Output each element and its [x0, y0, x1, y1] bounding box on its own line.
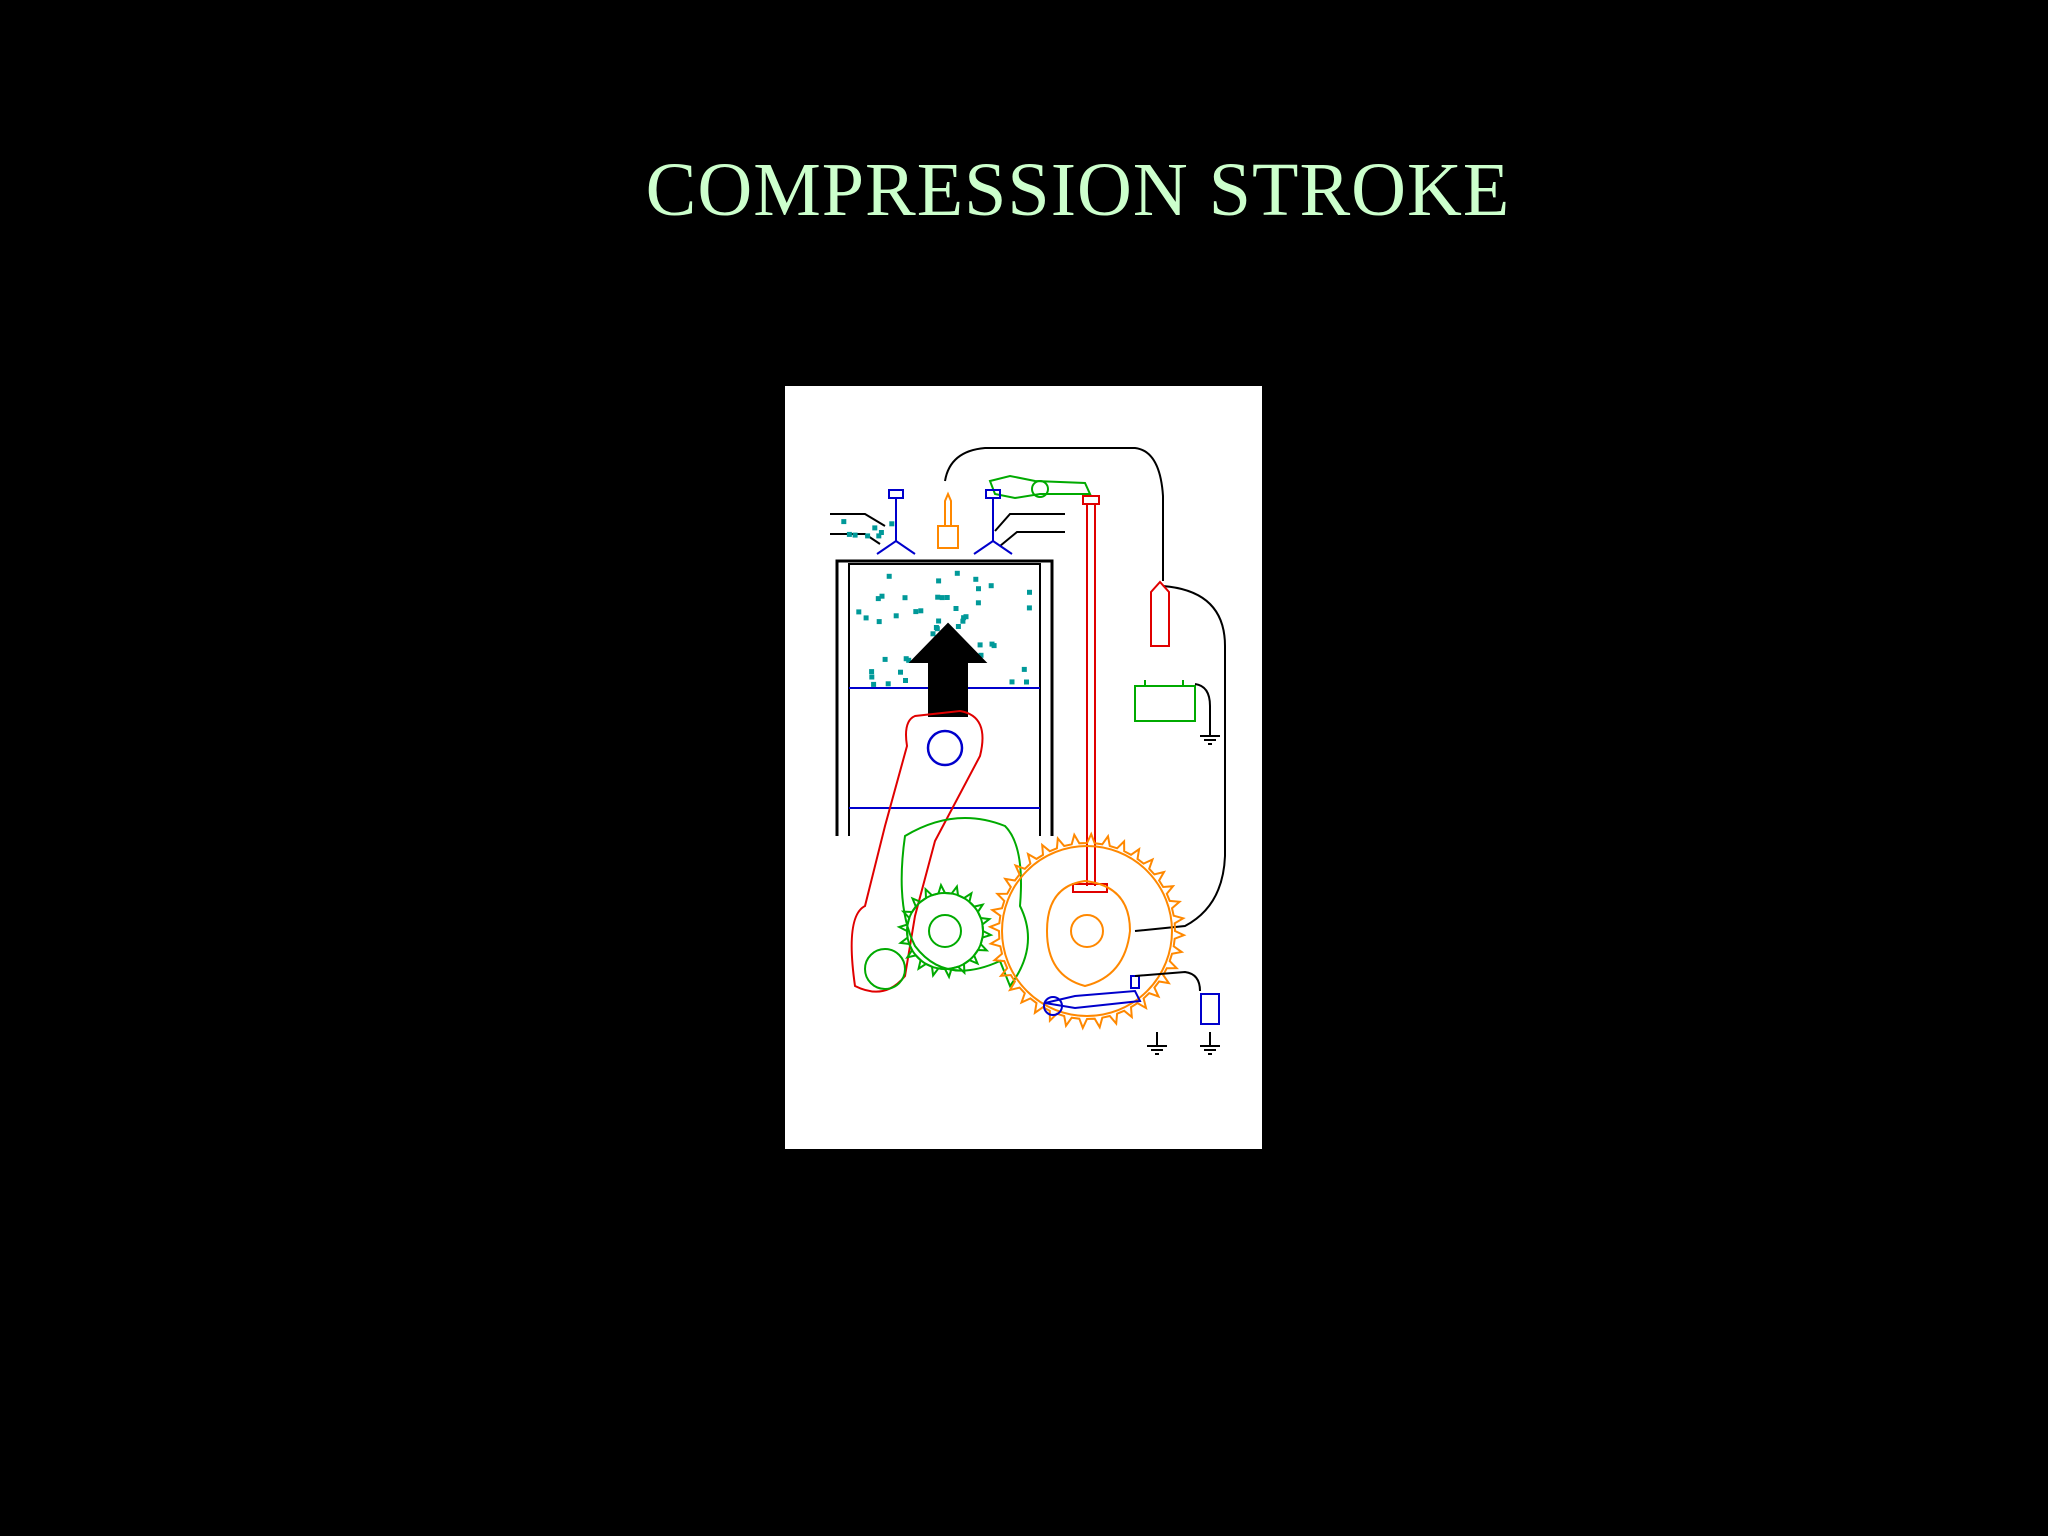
- fuel-particle: [930, 631, 936, 637]
- wrist-pin: [926, 729, 964, 767]
- fuel-particle: [936, 578, 942, 584]
- intake-port: [830, 513, 886, 545]
- fuel-particle: [944, 595, 950, 600]
- pushrod: [1072, 495, 1108, 893]
- fuel-particle: [954, 570, 960, 576]
- fuel-particle: [933, 625, 939, 630]
- rocker-arm: [988, 474, 1092, 500]
- fuel-particle: [977, 642, 983, 648]
- ground-icon: [1147, 1032, 1167, 1055]
- fuel-particle: [989, 641, 995, 647]
- points-wire: [1134, 970, 1201, 992]
- fuel-particle: [886, 573, 892, 579]
- fuel-particle: [939, 595, 945, 601]
- ground-icon: [1200, 722, 1220, 745]
- fuel-particle: [955, 624, 961, 629]
- fuel-particle: [975, 600, 981, 606]
- up-arrow-icon: [908, 622, 988, 717]
- fuel-particle: [876, 619, 882, 625]
- camshaft-gear-teeth: [987, 831, 1187, 1031]
- fuel-particle: [889, 521, 895, 527]
- fuel-particle: [935, 594, 941, 600]
- fuel-particle: [1024, 679, 1029, 685]
- fuel-particle: [865, 533, 871, 539]
- spark-plug: [937, 491, 959, 549]
- cam-gear-tooth-ring: [987, 831, 1187, 1031]
- fuel-particle: [973, 576, 979, 582]
- fuel-particle: [913, 609, 919, 615]
- fuel-particle: [953, 606, 959, 611]
- battery: [1134, 680, 1196, 722]
- fuel-particle: [936, 618, 942, 624]
- fuel-particle: [863, 615, 869, 621]
- fuel-particle: [963, 614, 969, 620]
- crank-gear-teeth: [896, 882, 994, 980]
- fuel-particle: [893, 613, 899, 619]
- fuel-particle: [1026, 605, 1032, 611]
- fuel-particle: [1009, 679, 1015, 685]
- engine-diagram: [830, 447, 1226, 1055]
- fuel-particle: [918, 608, 924, 614]
- top-wire: [944, 447, 1164, 581]
- title-area: COMPRESSION STROKE: [0, 0, 2048, 260]
- fuel-particle: [846, 531, 852, 537]
- fuel-particle: [960, 618, 966, 624]
- fuel-particle: [871, 681, 877, 687]
- slide-title: COMPRESSION STROKE: [645, 148, 1511, 232]
- engine-diagram-panel: [785, 386, 1262, 1149]
- fuel-particle: [988, 583, 994, 589]
- fuel-particle: [872, 525, 878, 531]
- fuel-particle: [885, 681, 891, 687]
- fuel-particle: [978, 652, 984, 658]
- fuel-particle: [903, 678, 908, 683]
- ground-symbols: [1147, 722, 1220, 1055]
- fuel-particle: [875, 596, 881, 602]
- fuel-particle: [898, 669, 903, 675]
- ignition-coil: [1150, 580, 1170, 647]
- fuel-mixture-particles: [841, 519, 1032, 687]
- fuel-particle: [869, 669, 875, 675]
- fuel-particle: [882, 656, 888, 662]
- intake-valve: [876, 489, 916, 555]
- fuel-particle: [879, 593, 885, 599]
- fuel-particle: [1027, 589, 1032, 595]
- crank-gear-tooth-ring: [896, 882, 994, 980]
- exhaust-port: [994, 513, 1065, 547]
- fuel-particle: [976, 586, 981, 592]
- fuel-particle: [902, 595, 908, 601]
- fuel-particle: [869, 674, 875, 680]
- contact-points: [1043, 975, 1142, 1016]
- fuel-particle: [876, 533, 882, 539]
- fuel-particle: [852, 532, 858, 538]
- fuel-particle: [841, 519, 847, 525]
- exhaust-valve: [973, 489, 1013, 555]
- condenser: [1200, 993, 1220, 1025]
- connecting-rod: [850, 709, 984, 993]
- battery-wire: [1194, 683, 1211, 734]
- fuel-particle: [906, 657, 912, 663]
- fuel-particle: [1021, 666, 1027, 672]
- ground-icon: [1200, 1032, 1220, 1055]
- fuel-particle: [878, 530, 884, 535]
- fuel-particle: [856, 609, 862, 615]
- right-wire: [1134, 585, 1226, 932]
- fuel-particle: [903, 656, 909, 662]
- camshaft-gear: [1001, 845, 1173, 1017]
